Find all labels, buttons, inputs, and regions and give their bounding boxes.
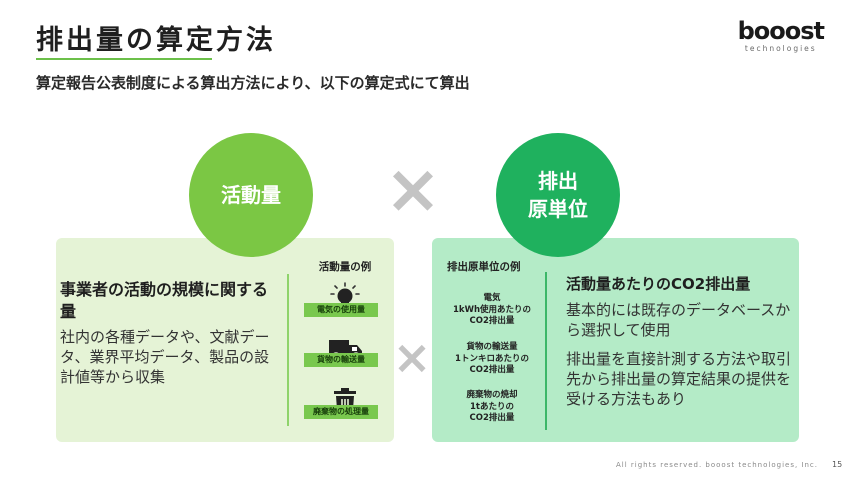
activity-circle: 活動量	[189, 133, 313, 257]
emission-heading: 活動量あたりのCO2排出量	[566, 275, 751, 293]
company-logo: booost technologies	[737, 17, 825, 53]
example-tag: 貨物の輸送量	[304, 353, 378, 367]
logo-sub: technologies	[744, 44, 817, 53]
emission-example-line: 1トンキロあたりの	[455, 353, 529, 364]
page-number: 15	[832, 460, 843, 469]
copyright: All rights reserved. booost technologies…	[616, 461, 818, 469]
emission-example-line: CO2排出量	[469, 365, 515, 375]
emission-example-line: 廃棄物の焼却	[466, 390, 518, 400]
emission-description-2: 排出量を直接計測する方法や取引先から排出量の算定結果の提供を受ける方法もあり	[566, 350, 792, 408]
logo-word: booost	[737, 17, 825, 45]
right-divider	[545, 272, 547, 430]
emission-example-line: 貨物の輸送量	[466, 342, 518, 352]
example-tag: 電気の使用量	[304, 303, 378, 317]
example-tag: 廃棄物の処理量	[304, 405, 378, 419]
emission-factor-label-line1: 排出	[538, 169, 578, 193]
emission-example: 廃棄物の焼却 1tあたりの CO2排出量	[443, 390, 541, 425]
emission-examples-title: 排出原単位の例	[447, 261, 521, 273]
emission-factor-panel	[432, 238, 799, 442]
activity-heading: 事業者の活動の規模に関する量	[60, 280, 269, 321]
multiply-icon-small: ×	[392, 330, 432, 384]
multiply-icon: ×	[384, 150, 442, 229]
emission-description-1: 基本的には既存のデータベースから選択して使用	[566, 301, 791, 339]
emission-example-line: 1kWh使用あたりの	[453, 304, 531, 315]
page-title: 排出量の算定方法	[36, 25, 276, 56]
page-subtitle: 算定報告公表制度による算出方法により、以下の算定式にて算出	[36, 74, 470, 92]
activity-examples-title: 活動量の例	[318, 261, 372, 273]
emission-example-line: 1tあたりの	[470, 401, 514, 412]
emission-example-line: CO2排出量	[469, 413, 515, 423]
emission-example-line: 電気	[483, 293, 501, 303]
emission-example: 貨物の輸送量 1トンキロあたりの CO2排出量	[443, 342, 541, 377]
left-divider	[287, 274, 289, 426]
activity-description: 社内の各種データや、文献データ、業界平均データ、製品の設計値等から収集	[60, 328, 270, 386]
emission-example: 電気 1kWh使用あたりの CO2排出量	[443, 293, 541, 328]
emission-factor-label-line2: 原単位	[528, 197, 588, 221]
emission-factor-circle: 排出 原単位	[496, 133, 620, 257]
title-underline	[36, 58, 212, 60]
activity-circle-label: 活動量	[221, 183, 281, 207]
emission-example-line: CO2排出量	[469, 316, 515, 326]
